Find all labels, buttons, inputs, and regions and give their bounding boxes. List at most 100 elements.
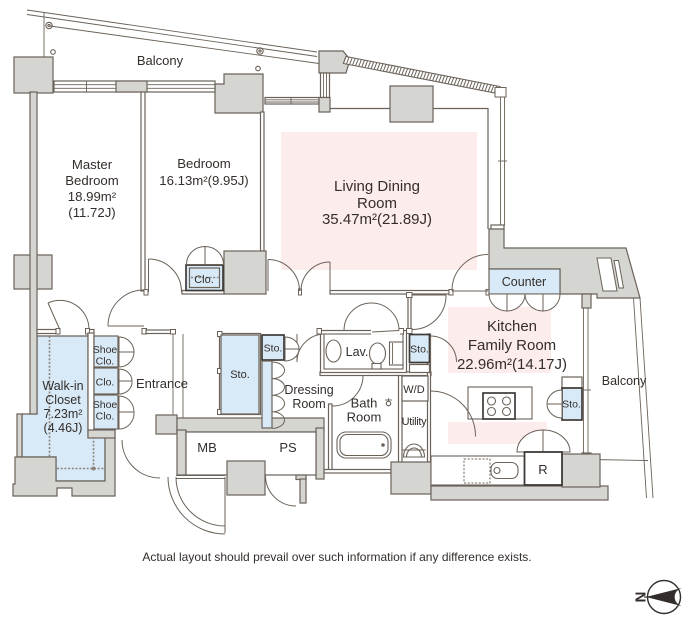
door-swing-arc	[267, 259, 300, 292]
master-bedroom-label-2: Bedroom	[65, 173, 119, 188]
plan-shape	[339, 433, 389, 457]
storage-small-label: Sto.	[264, 343, 283, 355]
storage-lav-label: Sto.	[410, 344, 429, 356]
detail-circle	[501, 396, 512, 406]
dishwasher	[463, 458, 491, 484]
kitchen-counter-row	[430, 455, 526, 486]
shoe-closet-3	[93, 394, 119, 430]
storage-small	[261, 334, 285, 361]
rail-post-icon	[255, 65, 261, 72]
folding-door-leaf	[185, 245, 206, 265]
wall-line	[26, 9, 318, 53]
shoe-closet-3-label-1: Shoe	[93, 399, 118, 411]
storage-big-label: Sto.	[230, 369, 250, 381]
bath-label-1: Bath	[351, 396, 378, 411]
bedroom-ne-column	[214, 73, 264, 114]
folding-door-leaf	[118, 368, 133, 382]
wall-segment	[561, 453, 601, 488]
folding-door-leaf	[542, 429, 571, 453]
detail-circle	[486, 406, 497, 417]
shoe-closet-3-label-2: Clo.	[96, 411, 115, 423]
kitchen-area: 22.96m²(14.17J)	[457, 356, 567, 373]
master-bedroom-area: 18.99m²	[68, 189, 117, 204]
closet-box	[188, 267, 221, 289]
bedroom-area: 16.13m²(9.95J)	[159, 173, 248, 188]
shoe-closet-2-label: Clo.	[96, 377, 115, 389]
footing-sw	[12, 429, 116, 497]
door-swing-arc	[167, 476, 226, 535]
wic-hanger-pipes	[48, 336, 105, 471]
wall-line	[639, 297, 654, 499]
refrigerator-box	[523, 451, 563, 486]
living-dining-area: 35.47m²(21.89J)	[322, 211, 432, 228]
closets	[93, 264, 583, 430]
wall-segment	[327, 403, 333, 471]
closet-block	[223, 250, 267, 295]
door-swing-arc	[451, 254, 489, 291]
wall-segment	[430, 485, 609, 501]
shoe-closet-1-label-2: Clo.	[96, 356, 115, 368]
refrigerator-label: R	[538, 462, 547, 477]
folding-door-leaf	[204, 245, 225, 265]
wall-post	[143, 289, 149, 296]
folding-door-leaf	[118, 351, 135, 368]
door-swing-arc	[411, 294, 447, 330]
plan-shape	[405, 447, 423, 458]
door-swing-arc	[107, 289, 145, 327]
wall-segment	[176, 417, 325, 433]
utility-label: Utility	[402, 416, 428, 428]
plan-shape	[342, 56, 501, 94]
door-swing-arc	[271, 361, 285, 429]
shoe-closet-1	[93, 335, 119, 368]
kitchen-label-1: Kitchen	[487, 318, 537, 335]
porch-block	[226, 460, 266, 496]
door-swing-arc	[343, 302, 400, 331]
wall-segment	[323, 468, 392, 474]
fixture-shape	[368, 342, 387, 365]
balcony-top-label: Balcony	[137, 53, 184, 68]
door-swing-arc	[47, 299, 90, 330]
detail-circle	[501, 406, 512, 417]
ps-label: PS	[279, 440, 297, 455]
wd-label: W/D	[403, 384, 424, 396]
balcony-partition	[596, 257, 618, 292]
master-bedroom-label-1: Master	[72, 157, 113, 172]
wall-post	[217, 331, 223, 337]
folding-door-leaf	[546, 389, 563, 405]
detail-circle	[385, 400, 392, 407]
wash-basin	[325, 339, 342, 363]
storage-kitchen-label: Sto.	[562, 399, 581, 411]
wall-segment	[407, 294, 412, 330]
folding-door-leaf	[118, 380, 133, 395]
living-dining-floor	[281, 132, 477, 270]
detail-circle	[486, 396, 497, 406]
living-dining-label-1: Living Dining	[334, 178, 420, 195]
wic-label-1: Walk-in	[42, 379, 83, 393]
wall-segment	[315, 427, 325, 480]
north-arrow: N	[632, 579, 682, 615]
detail-circle	[91, 466, 96, 471]
column	[13, 56, 54, 94]
dressing-label-2: Room	[292, 397, 325, 411]
wall-post	[406, 328, 413, 334]
slop-sink	[402, 443, 426, 458]
dressing-label-1: Dressing	[284, 383, 333, 397]
door-swing-arc	[175, 476, 226, 527]
plan-shape	[646, 588, 682, 606]
lav-label: Lav.	[346, 345, 369, 359]
plan-shape	[388, 341, 404, 366]
bath-label-2: Room	[347, 410, 382, 425]
stove	[482, 392, 516, 420]
bedroom-closet-label: Clo.	[194, 274, 214, 286]
storage-lav	[408, 333, 431, 364]
balcony-top-railing	[26, 9, 501, 95]
shoe-closet-1-label-1: Shoe	[93, 344, 118, 356]
wall-segment	[145, 329, 172, 335]
wall-master-bedroom-divider	[140, 91, 146, 292]
wall-post	[55, 328, 61, 335]
wic-area: 7.23m²	[44, 407, 83, 421]
wall-line	[26, 14, 318, 57]
door-leaf	[47, 302, 61, 331]
wall-segment	[581, 293, 592, 309]
